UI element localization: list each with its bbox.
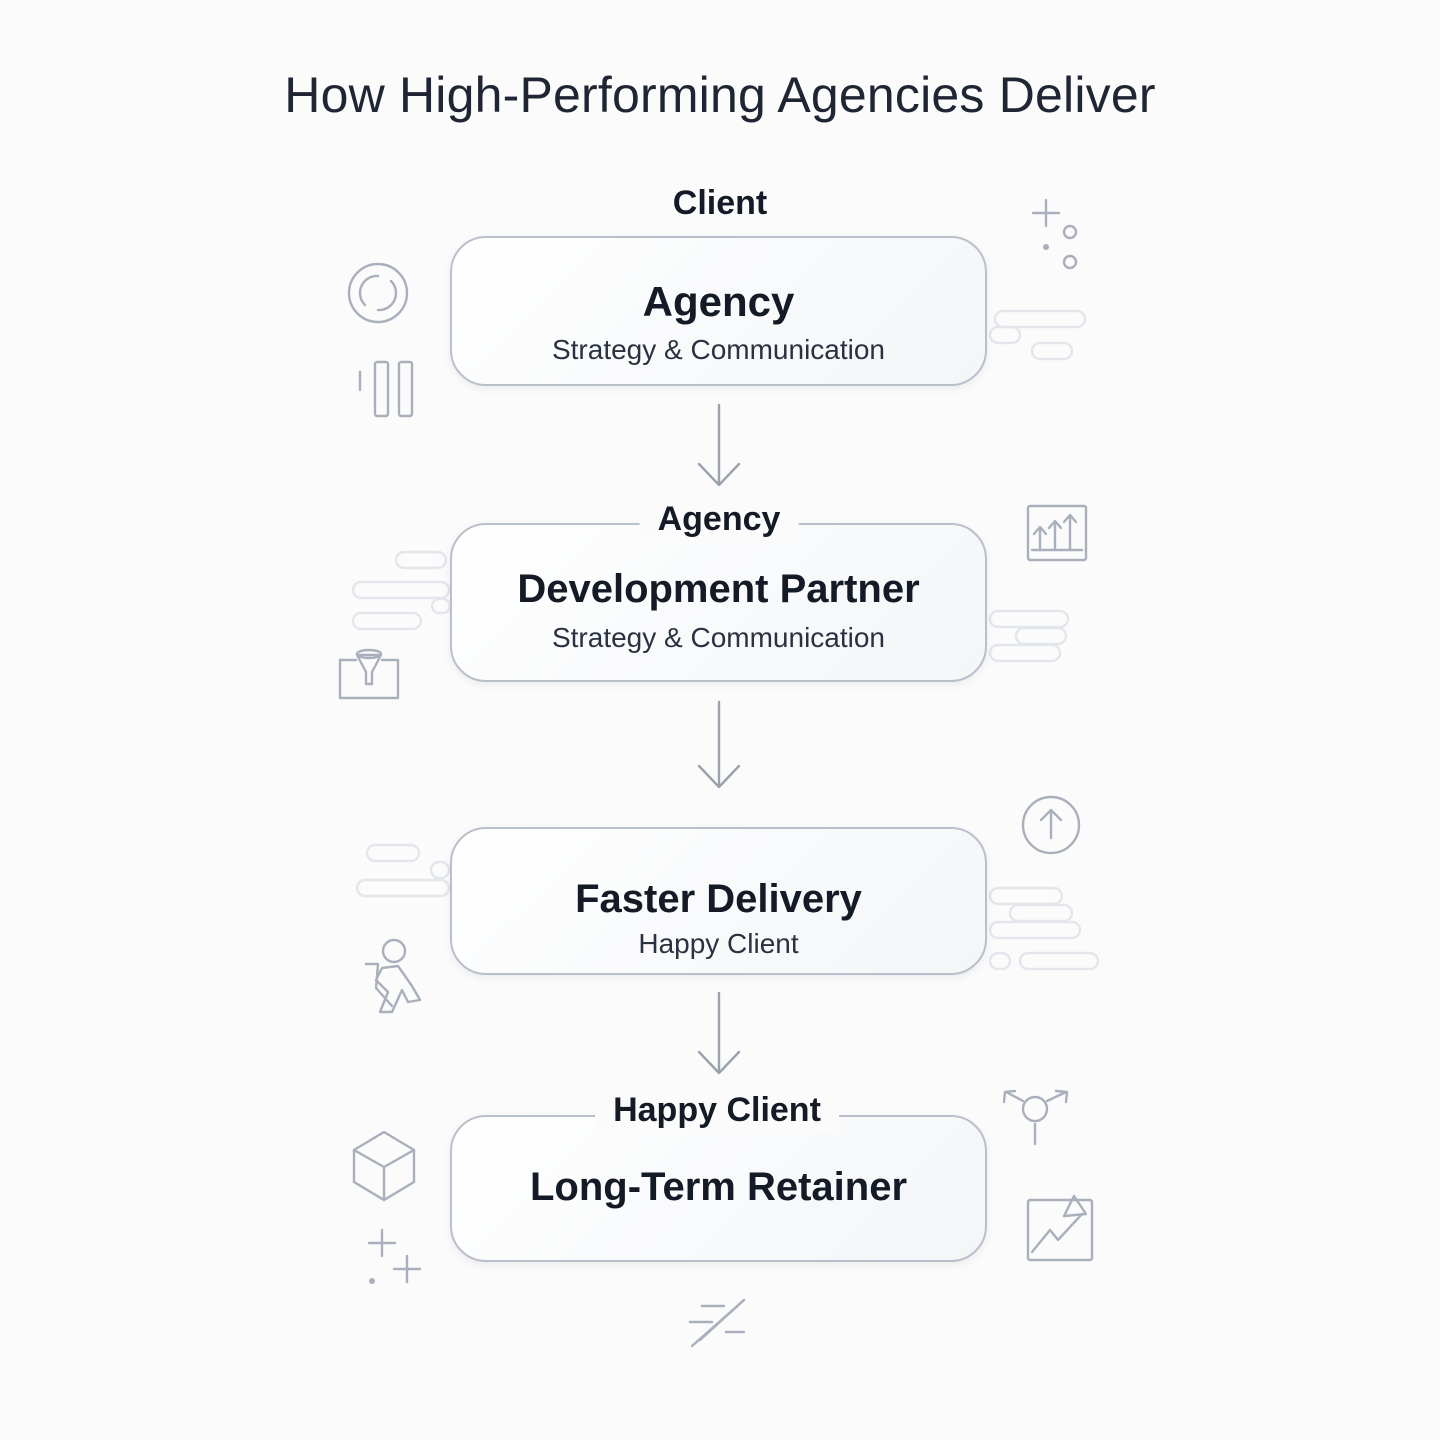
step-3-box: Faster Delivery Happy Client [450, 827, 987, 975]
step-1-subtitle: Strategy & Communication [551, 334, 886, 365]
speed-lines-box2-right [988, 609, 1070, 663]
speed-lines-box3-left [355, 843, 451, 898]
speed-lines-box2-left [351, 550, 452, 631]
step-2-label: Agency [639, 500, 799, 539]
cube-icon [352, 1130, 416, 1202]
sparkle-icon [367, 1228, 422, 1284]
connector-arrow-1 [697, 403, 741, 487]
connector-arrow-2 [697, 700, 741, 789]
step-1-title: Agency [642, 278, 795, 325]
trend-chart-icon [1026, 1194, 1094, 1262]
step-2-box: Development Partner Strategy & Communica… [450, 523, 987, 682]
refresh-icon [347, 262, 409, 324]
fast-forward-icon [688, 1298, 746, 1348]
step-3-title: Faster Delivery [575, 877, 862, 921]
upload-icon [1021, 795, 1081, 855]
step-1-label: Client [672, 184, 768, 222]
speed-lines-box1-right [988, 309, 1087, 361]
step-2-subtitle: Strategy & Communication [551, 622, 886, 653]
page-title: How High-Performing Agencies Deliver [284, 67, 1156, 123]
connector-arrow-3 [697, 991, 741, 1075]
bar-chart-icon [358, 360, 414, 418]
funnel-icon [338, 648, 400, 700]
step-3-subtitle: Happy Client [638, 928, 799, 959]
step-4-title: Long-Term Retainer [529, 1165, 908, 1209]
step-2-title: Development Partner [517, 567, 920, 611]
step-4-label: Happy Client [595, 1091, 839, 1130]
step-1-box: Agency Strategy & Communication [450, 236, 987, 386]
speed-lines-box3-right [988, 886, 1100, 971]
person-icon [364, 938, 422, 1014]
plus-dots-icon [1031, 198, 1078, 270]
network-node-icon [1002, 1089, 1069, 1146]
growth-chart-icon [1026, 504, 1088, 562]
step-4-box: Long-Term Retainer [450, 1115, 987, 1262]
